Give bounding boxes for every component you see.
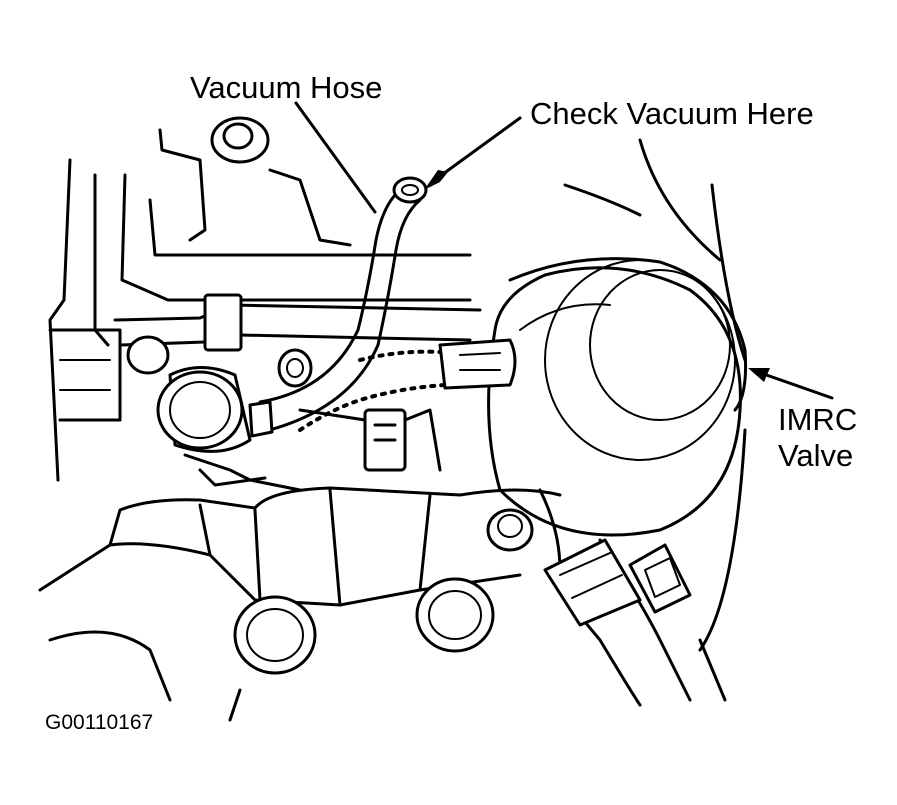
imrc-valve-body [438,257,747,537]
imrc-label-line2: Valve [778,438,854,473]
imrc-label-line1: IMRC [778,402,858,437]
hose-clamp [538,488,727,707]
intake-manifold [38,486,562,722]
vacuum-hose [248,176,428,438]
engine-block-left [48,128,472,482]
check-vacuum-label: Check Vacuum Here [530,96,814,131]
leader-imrc-valve [748,368,834,400]
housing-back [563,138,747,652]
top-bolt [210,116,352,247]
leader-vacuum-hose [294,101,377,214]
leader-check-vacuum [424,116,522,190]
vacuum-port-cylinder [156,366,302,492]
hidden-hose-dotted [298,349,447,432]
bracket-left [113,293,482,388]
vacuum-hose-label: Vacuum Hose [190,70,383,105]
figure-reference-code: G00110167 [45,711,154,734]
center-clip [298,408,442,472]
